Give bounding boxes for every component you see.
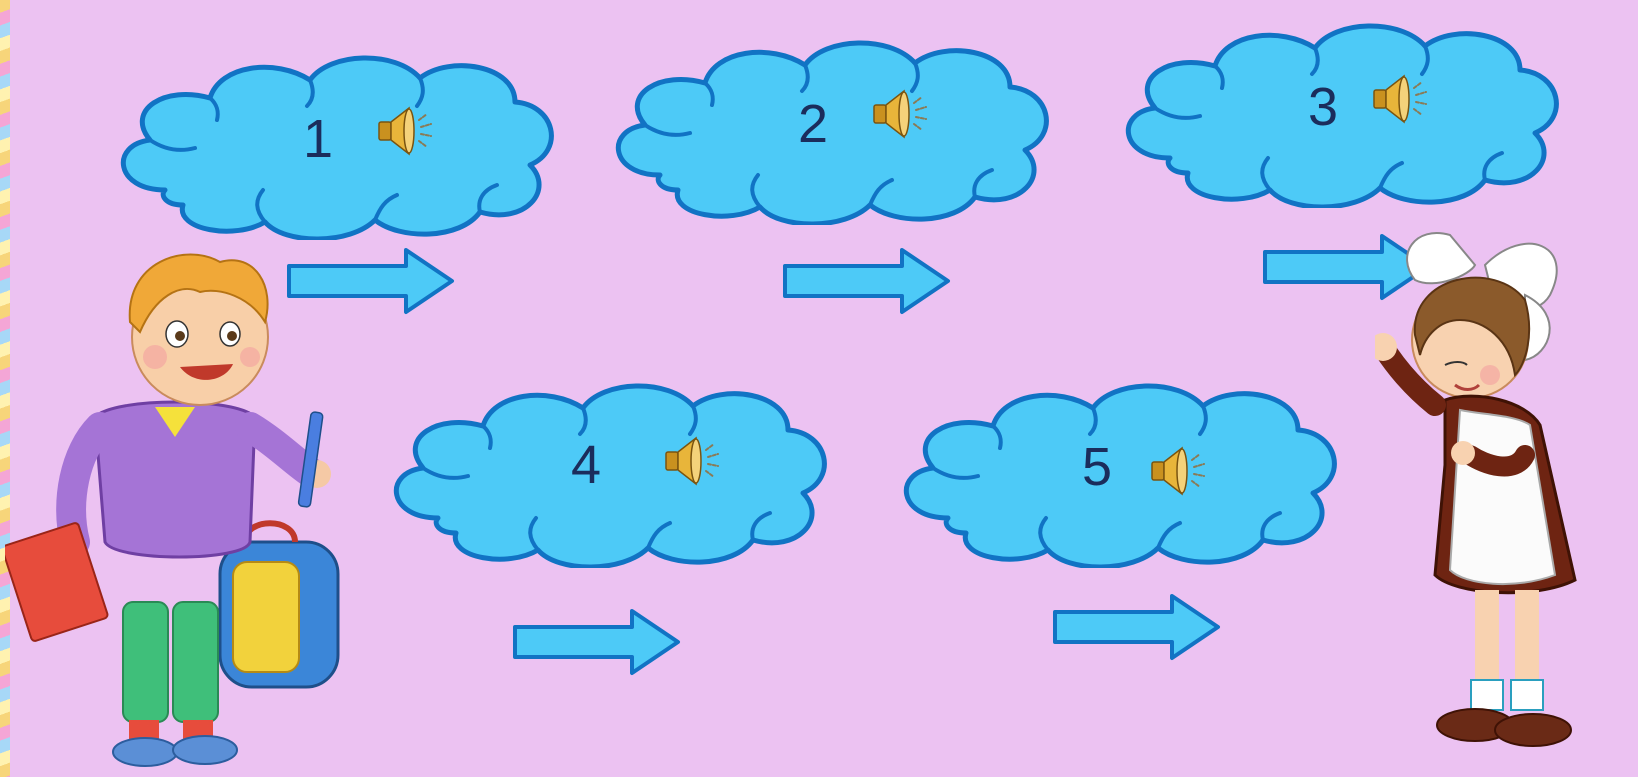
cloud-number: 3 [1308, 77, 1339, 137]
speaker-icon[interactable] [1368, 68, 1430, 130]
cloud-card-2: 2 [600, 25, 1060, 225]
speaker-icon[interactable] [373, 100, 435, 162]
cloud-number: 2 [798, 94, 829, 154]
arrow-right-icon [1052, 592, 1222, 662]
cloud-card-3: 3 [1110, 8, 1570, 208]
cloud-card-4: 4 [378, 368, 838, 568]
cloud-shape [600, 25, 1060, 225]
speaker-icon[interactable] [868, 83, 930, 145]
cloud-number: 5 [1082, 437, 1113, 497]
arrow-right-icon [512, 607, 682, 677]
cloud-card-1: 1 [105, 40, 565, 240]
speaker-icon[interactable] [660, 430, 722, 492]
cloud-shape [888, 368, 1348, 568]
arrow-right-icon [782, 246, 952, 316]
speaker-icon[interactable] [1146, 440, 1208, 502]
cloud-number: 4 [571, 435, 602, 495]
cloud-shape [378, 368, 838, 568]
cloud-card-5: 5 [888, 368, 1348, 568]
cloud-number: 1 [303, 109, 334, 169]
boy-character [5, 253, 340, 767]
cloud-shape [105, 40, 565, 240]
decorative-border [0, 0, 10, 777]
girl-character [1375, 232, 1577, 747]
cloud-shape [1110, 8, 1570, 208]
